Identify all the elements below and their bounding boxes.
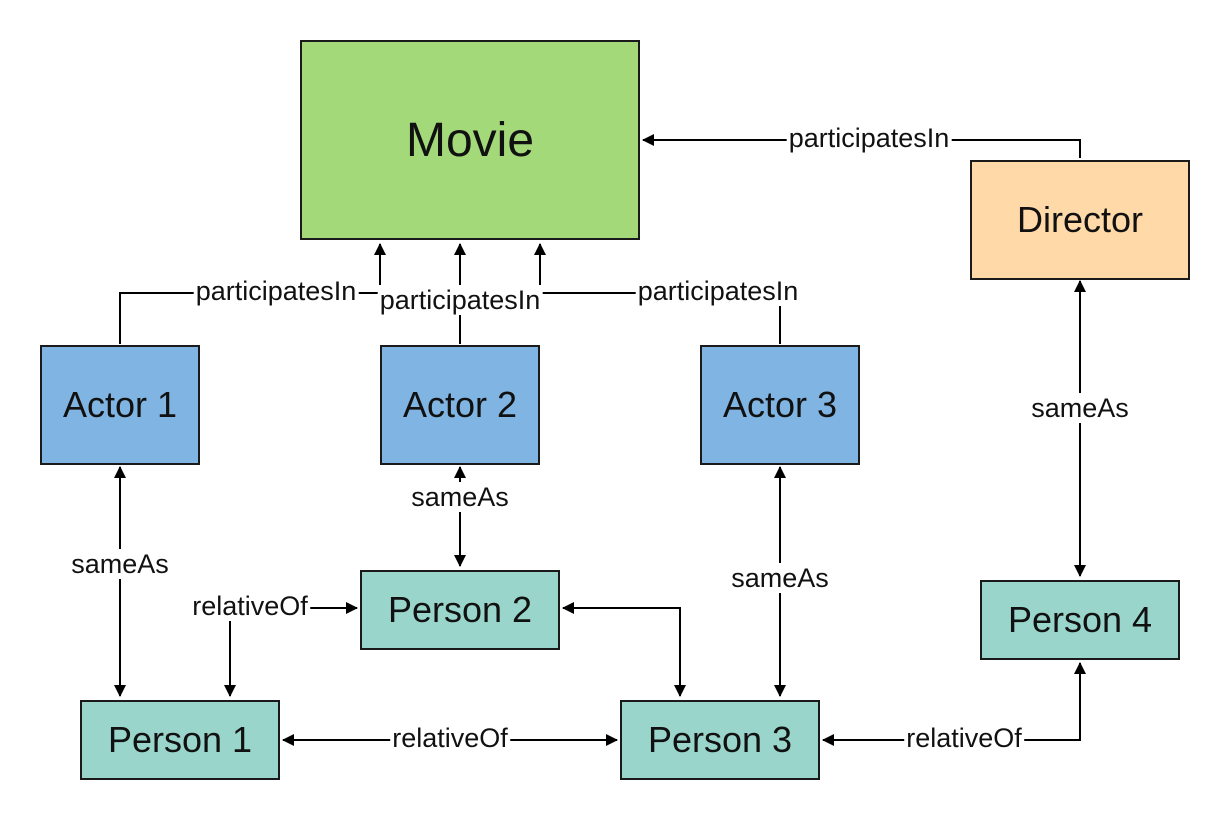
- node-person-2[interactable]: Person 2: [360, 570, 560, 650]
- node-actor-2-label: Actor 2: [402, 384, 518, 425]
- edge-label-person1-person2: relativeOf: [190, 591, 310, 621]
- node-person-1-label: Person 1: [107, 719, 253, 760]
- node-person-1[interactable]: Person 1: [80, 700, 280, 780]
- edge-label-actor2-person2: sameAs: [409, 482, 511, 512]
- node-actor-3-label: Actor 3: [722, 384, 838, 425]
- edge-label-person1-person3: relativeOf: [390, 723, 510, 753]
- node-director-label: Director: [1016, 199, 1144, 240]
- edge-label-actor3-movie: participatesIn: [635, 276, 801, 306]
- edge-label-actor2-movie: participatesIn: [377, 285, 543, 315]
- node-person-4[interactable]: Person 4: [980, 580, 1180, 660]
- edge-label-director-movie: participatesIn: [786, 123, 952, 153]
- edge-person2-person3: [562, 602, 686, 697]
- node-actor-1[interactable]: Actor 1: [40, 345, 200, 465]
- edge-person1-person2: [224, 602, 358, 697]
- node-person-2-label: Person 2: [387, 589, 533, 630]
- node-actor-2[interactable]: Actor 2: [380, 345, 540, 465]
- node-actor-3[interactable]: Actor 3: [700, 345, 860, 465]
- node-movie-label: Movie: [405, 113, 535, 167]
- node-actor-1-label: Actor 1: [62, 384, 178, 425]
- edge-label-actor1-person1: sameAs: [69, 549, 171, 579]
- edge-label-actor1-movie: participatesIn: [193, 276, 359, 306]
- node-person-4-label: Person 4: [1007, 599, 1153, 640]
- edge-label-person3-person4: relativeOf: [904, 723, 1024, 753]
- node-director[interactable]: Director: [970, 160, 1190, 280]
- node-person-3[interactable]: Person 3: [620, 700, 820, 780]
- edge-label-director-person4: sameAs: [1029, 393, 1131, 423]
- edge-label-actor3-person3: sameAs: [729, 563, 831, 593]
- node-movie[interactable]: Movie: [300, 40, 640, 240]
- node-person-3-label: Person 3: [647, 719, 793, 760]
